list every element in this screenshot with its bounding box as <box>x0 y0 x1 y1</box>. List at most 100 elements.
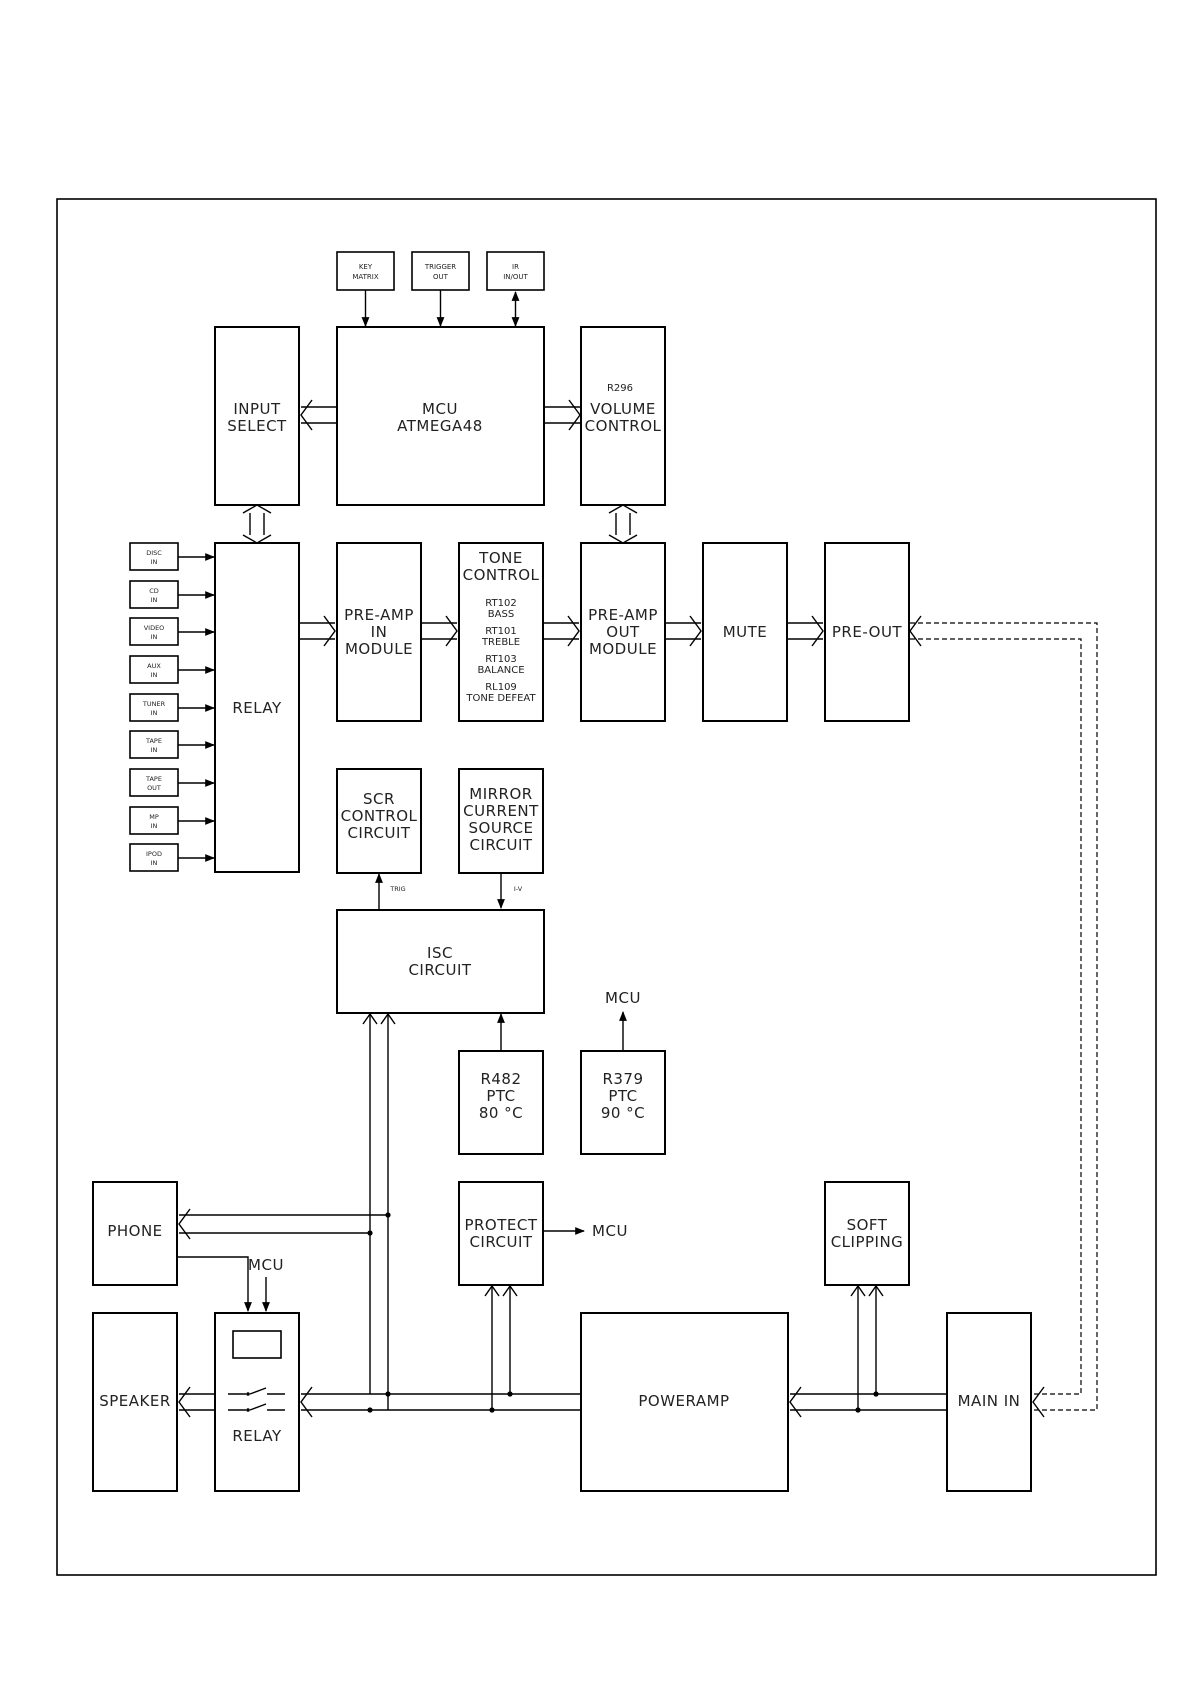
bus-poweramp-to-relay <box>300 1386 581 1418</box>
r482-block: R482 PTC 80 °C <box>458 1050 544 1155</box>
trigger-out-line1: TRIGGER <box>424 263 456 271</box>
volume-line2: CONTROL <box>585 417 662 435</box>
input-video: VIDEO IN <box>129 617 215 646</box>
trigger-out-line2: OUT <box>433 273 449 281</box>
tone-bass: BASS <box>488 609 514 620</box>
input-aux-l2: IN <box>151 671 158 679</box>
r482-line3: 80 °C <box>479 1104 523 1122</box>
scr-control-block: SCR CONTROL CIRCUIT <box>336 768 422 874</box>
softclip-sense-lines <box>850 1284 884 1413</box>
trigger-out-block: TRIGGER OUT <box>411 251 470 291</box>
tone-title-2: CONTROL <box>463 566 540 584</box>
tone-control-block: TONE CONTROL RT102 BASS RT101 TREBLE RT1… <box>458 542 544 722</box>
bus-preamp-in-tone <box>421 615 458 647</box>
mcu-r379-label: MCU <box>605 989 641 1007</box>
input-mp-l2: IN <box>151 822 158 830</box>
input-tuner: TUNER IN <box>129 693 215 722</box>
input-video-l2: IN <box>151 633 158 641</box>
input-tape-in: TAPE IN <box>129 730 215 759</box>
tone-balance: BALANCE <box>477 665 524 676</box>
input-ipod: IPOD IN <box>129 843 215 872</box>
r482-line2: PTC <box>486 1087 515 1105</box>
pre-out-label: PRE-OUT <box>832 623 903 641</box>
r379-line3: 90 °C <box>601 1104 645 1122</box>
mute-label: MUTE <box>723 623 768 641</box>
phone-block: PHONE <box>92 1181 178 1286</box>
arrow-phone-to-relay <box>177 1256 252 1312</box>
protect-line1: PROTECT <box>464 1216 537 1234</box>
tone-title-1: TONE <box>478 549 523 567</box>
poweramp-block: POWERAMP <box>580 1312 789 1492</box>
soft-line2: CLIPPING <box>831 1233 904 1251</box>
phone-label: PHONE <box>107 1222 162 1240</box>
input-disc-l1: DISC <box>146 549 162 557</box>
preamp-out-line3: MODULE <box>589 640 657 658</box>
preamp-out-block: PRE-AMP OUT MODULE <box>580 542 666 722</box>
pre-out-block: PRE-OUT <box>824 542 910 722</box>
input-tape-in-l1: TAPE <box>145 737 162 745</box>
key-matrix-line2: MATRIX <box>352 273 378 281</box>
trig-label: TRIG <box>389 885 405 893</box>
scr-line2: CONTROL <box>341 807 418 825</box>
mcu-protect-label: MCU <box>592 1222 628 1240</box>
preamp-out-line1: PRE-AMP <box>588 606 658 624</box>
input-disc-l2: IN <box>151 558 158 566</box>
mcu-relay-label: MCU <box>248 1256 284 1274</box>
protect-sense-lines <box>484 1284 518 1413</box>
preamp-in-line2: IN <box>371 623 388 641</box>
input-aux-l1: AUX <box>147 662 161 670</box>
protect-block: PROTECT CIRCUIT <box>458 1181 544 1286</box>
mirror-line4: CIRCUIT <box>469 836 532 854</box>
r379-line1: R379 <box>602 1070 643 1088</box>
key-matrix-block: KEY MATRIX <box>336 251 395 291</box>
mute-block: MUTE <box>702 542 788 722</box>
isc-sense-lines <box>362 1012 396 1413</box>
mcu-title: MCU <box>422 400 458 418</box>
input-select-block: INPUT SELECT <box>214 326 300 506</box>
ir-line1: IR <box>512 263 519 271</box>
volume-line1: VOLUME <box>590 400 656 418</box>
preamp-in-line1: PRE-AMP <box>344 606 414 624</box>
tone-rt103: RT103 <box>485 654 516 665</box>
iv-label: I-V <box>514 885 523 893</box>
dashed-preout-to-mainin <box>909 615 1098 1418</box>
bus-tone-preamp-out <box>543 615 580 647</box>
tone-treble: TREBLE <box>481 637 520 648</box>
bus-preamp-out-mute <box>665 615 702 647</box>
isc-line1: ISC <box>427 944 453 962</box>
input-aux: AUX IN <box>129 655 215 684</box>
input-ipod-l2: IN <box>151 859 158 867</box>
diagram-frame <box>56 198 1157 1576</box>
input-tape-in-l2: IN <box>151 746 158 754</box>
bus-volume-preamp-out <box>608 504 638 544</box>
input-disc: DISC IN <box>129 542 215 571</box>
bus-relay-preamp-in <box>299 615 336 647</box>
scr-line1: SCR <box>363 790 395 808</box>
input-cd-l2: IN <box>151 596 158 604</box>
key-matrix-line1: KEY <box>359 263 373 271</box>
bus-mcu-to-input-select <box>300 399 337 431</box>
speaker-label: SPEAKER <box>99 1392 171 1410</box>
preamp-out-line2: OUT <box>606 623 640 641</box>
input-select-line2: SELECT <box>227 417 287 435</box>
input-mp-l1: MP <box>149 813 159 821</box>
relay-output-label: RELAY <box>232 1427 282 1445</box>
input-tape-out-l1: TAPE <box>145 775 162 783</box>
input-tape-out: TAPE OUT <box>129 768 215 797</box>
relay-switch-icon <box>228 1387 285 1412</box>
ir-in-out-block: IR IN/OUT <box>486 251 545 291</box>
input-select-line1: INPUT <box>233 400 281 418</box>
scr-line3: CIRCUIT <box>347 824 410 842</box>
soft-line1: SOFT <box>847 1216 888 1234</box>
r379-block: R379 PTC 90 °C <box>580 1050 666 1155</box>
mirror-line3: SOURCE <box>469 819 534 837</box>
volume-ref: R296 <box>607 383 633 394</box>
r379-line2: PTC <box>608 1087 637 1105</box>
input-cd-l1: CD <box>149 587 159 595</box>
tone-defeat: TONE DEFEAT <box>465 693 536 704</box>
preamp-in-block: PRE-AMP IN MODULE <box>336 542 422 722</box>
input-tuner-l1: TUNER <box>142 700 166 708</box>
input-ipod-l1: IPOD <box>146 850 162 858</box>
bus-mainin-to-poweramp <box>789 1386 947 1418</box>
